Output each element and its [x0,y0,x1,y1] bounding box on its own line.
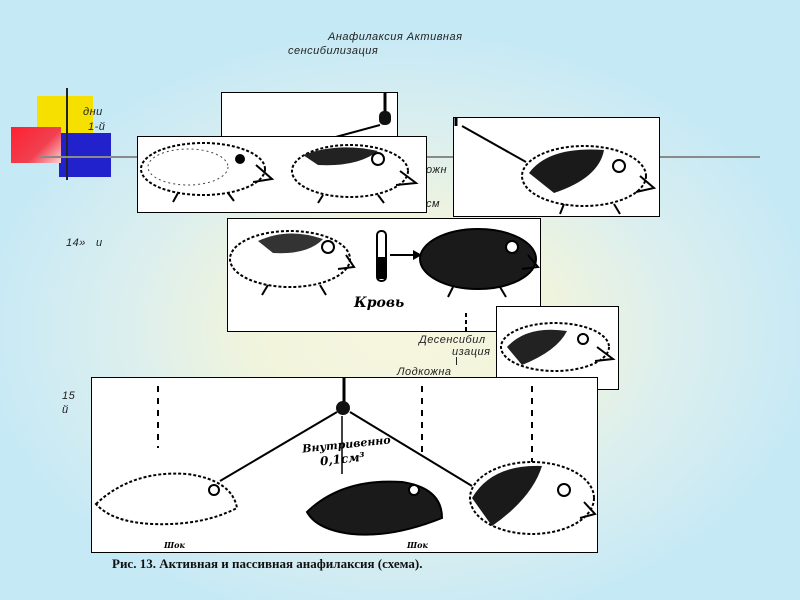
panel-injected-guinea-pig [453,117,660,217]
label-desens-b: изация [452,346,491,358]
intravenous-shock-illustration [94,378,597,536]
shocked-guinea-pig-left [94,472,239,526]
label-day1: 1-й [88,121,106,133]
healthy-guinea-pig-right [469,461,597,535]
panel-intravenous-shock: Внутривенно 0,1см³ Шок Шок [91,377,598,553]
decor-vertical-line [66,88,68,180]
shock-label-middle: Шок [407,540,428,550]
guinea-pigs-illustration [140,142,419,204]
arrow [390,250,422,260]
shocked-guinea-pig-middle [305,480,444,536]
label-days: дни [83,106,103,118]
syringe-illustration [331,93,391,139]
guinea-pig-right [291,144,419,204]
label-sm-partial: см [426,198,441,210]
test-tube [376,230,387,282]
panel-desensitized-guinea-pig [496,306,619,390]
label-desens-a: Десенсибил [419,334,486,346]
label-podkozhna: Лодкожна [397,366,452,378]
desensitized-guinea-pig-illustration [500,322,616,372]
guinea-pig-left [140,142,275,203]
donor-guinea-pig [229,230,356,296]
panel-blood-transfer: Кровь [227,218,541,332]
label-day14: 14» [66,237,86,249]
blood-transfer-illustration [229,228,540,331]
desens-tick [456,357,457,365]
label-day15: 15 [62,390,76,402]
label-day15-b: й [62,404,69,416]
injected-guinea-pig-illustration [454,118,657,215]
label-day14-b: и [96,237,103,249]
label-podkozhno-partial: ожн [426,164,447,176]
blood-label: Кровь [354,295,405,311]
syringe-bottom [336,378,350,415]
figure-caption: Рис. 13. Активная и пассивная анафилакси… [112,556,423,571]
header-title-line2: сенсибилизация [288,45,379,57]
panel-two-guinea-pigs [137,136,427,213]
header-title-line1: Анафилаксия Активная [328,31,463,43]
recipient-guinea-pig [419,228,540,298]
shock-label-left: Шок [164,540,185,550]
